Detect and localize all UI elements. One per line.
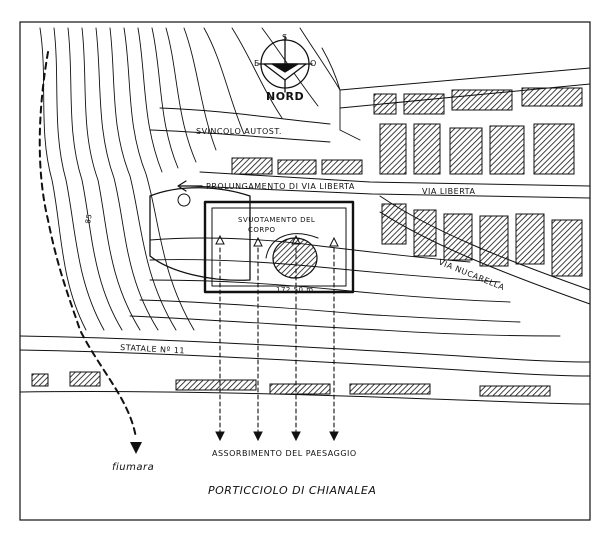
prolungamento-label: PROLUNGAMENTO DI VIA LIBERTA	[206, 182, 355, 191]
map-frame	[19, 21, 591, 521]
compass-rose-icon	[257, 35, 313, 93]
via-liberta-label: VIA LIBERTA	[422, 187, 475, 196]
compass-west-label: O	[310, 59, 317, 68]
arrow-heads	[215, 234, 339, 442]
compass-north-label: NORD	[266, 90, 304, 103]
river-arrowhead-icon	[130, 442, 142, 454]
svuotamento-label-1: SVUOTAMENTO DEL	[238, 216, 315, 224]
assorbimento-label: ASSORBIMENTO DEL PAESAGGIO	[212, 449, 357, 458]
svuotamento-label-2: CORPO	[248, 226, 276, 234]
city-blocks	[31, 87, 583, 397]
river-arrow-icon	[38, 51, 137, 439]
contour-85-label: 85	[84, 213, 94, 224]
fiumara-label: fiumara	[112, 462, 154, 473]
project-site	[149, 187, 355, 294]
compass-east-label: E	[254, 59, 260, 68]
map-title: PORTICCIOLO DI CHIANALEA	[208, 484, 376, 497]
contour-lines	[39, 27, 561, 337]
prolungamento-arrow	[177, 180, 203, 192]
compass-south-label: S	[282, 33, 288, 42]
elevation-label: 172,50 m	[276, 286, 314, 294]
statale-label: STATALE Nº 11	[120, 343, 185, 355]
svincolo-label: SVINCOLO AUTOST.	[196, 127, 282, 136]
absorption-arrows	[219, 247, 335, 433]
